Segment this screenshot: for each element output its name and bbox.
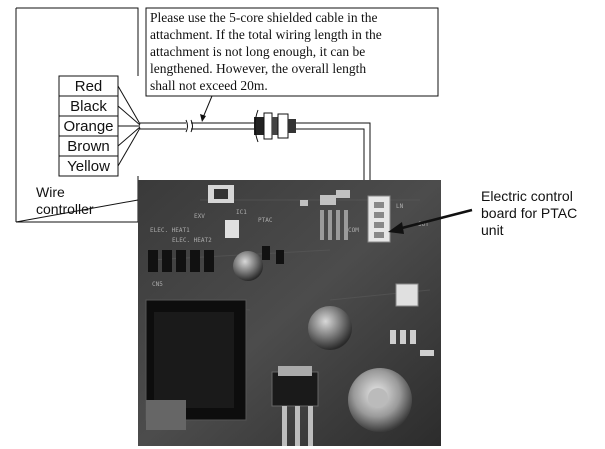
wire-controller [15,7,139,223]
wire-fan-in [117,85,141,167]
board-label-line-1: Electric control [481,188,573,204]
wire-label-yellow: Yellow [67,158,110,175]
note-line-4: lengthened. However, the overall length [150,61,366,76]
board-callout: Electric control board for PTAC unit [388,188,577,238]
wire-label-black: Black [70,98,107,115]
silk-exv: EXV [194,213,205,220]
note-line-3: attachment is not long enough, it can be [150,44,365,59]
silk-ln: LN [396,203,404,210]
silk-out: OUT [418,221,429,228]
wiring-note: Please use the 5-core shielded cable in … [145,7,439,122]
silk-elec-heat2: ELEC. HEAT2 [172,237,212,244]
wire-label-orange: Orange [63,118,113,135]
cable-to-board [296,122,371,180]
note-line-5: shall not exceed 20m. [150,78,268,93]
controller-label-line-1: Wire [36,184,65,200]
pcb-photo: ELEC. HEAT1 ELEC. HEAT2 EXV IC1 PTAC COM… [138,180,441,446]
silk-elec-heat1: ELEC. HEAT1 [150,227,190,234]
capacitor-small [233,251,263,281]
capacitor-medium [308,306,352,350]
wire-label-brown: Brown [67,138,110,155]
wire-color-labels: Red Black Orange Brown Yellow [63,78,113,175]
note-line-2: attachment. If the total wiring length i… [150,27,382,42]
cable-gland [254,109,296,143]
note-line-1: Please use the 5-core shielded cable in … [150,10,378,25]
board-arrow [397,208,473,231]
silk-com: COM [348,227,359,234]
board-label-line-3: unit [481,222,504,238]
controller-label-line-2: controller [36,201,94,217]
wire-label-red: Red [75,78,103,95]
silk-ptac: PTAC [258,217,273,224]
shielded-cable [140,119,254,133]
board-label-line-2: board for PTAC [481,205,577,221]
silk-cn5: CN5 [152,281,163,288]
silk-ic1: IC1 [236,209,247,216]
